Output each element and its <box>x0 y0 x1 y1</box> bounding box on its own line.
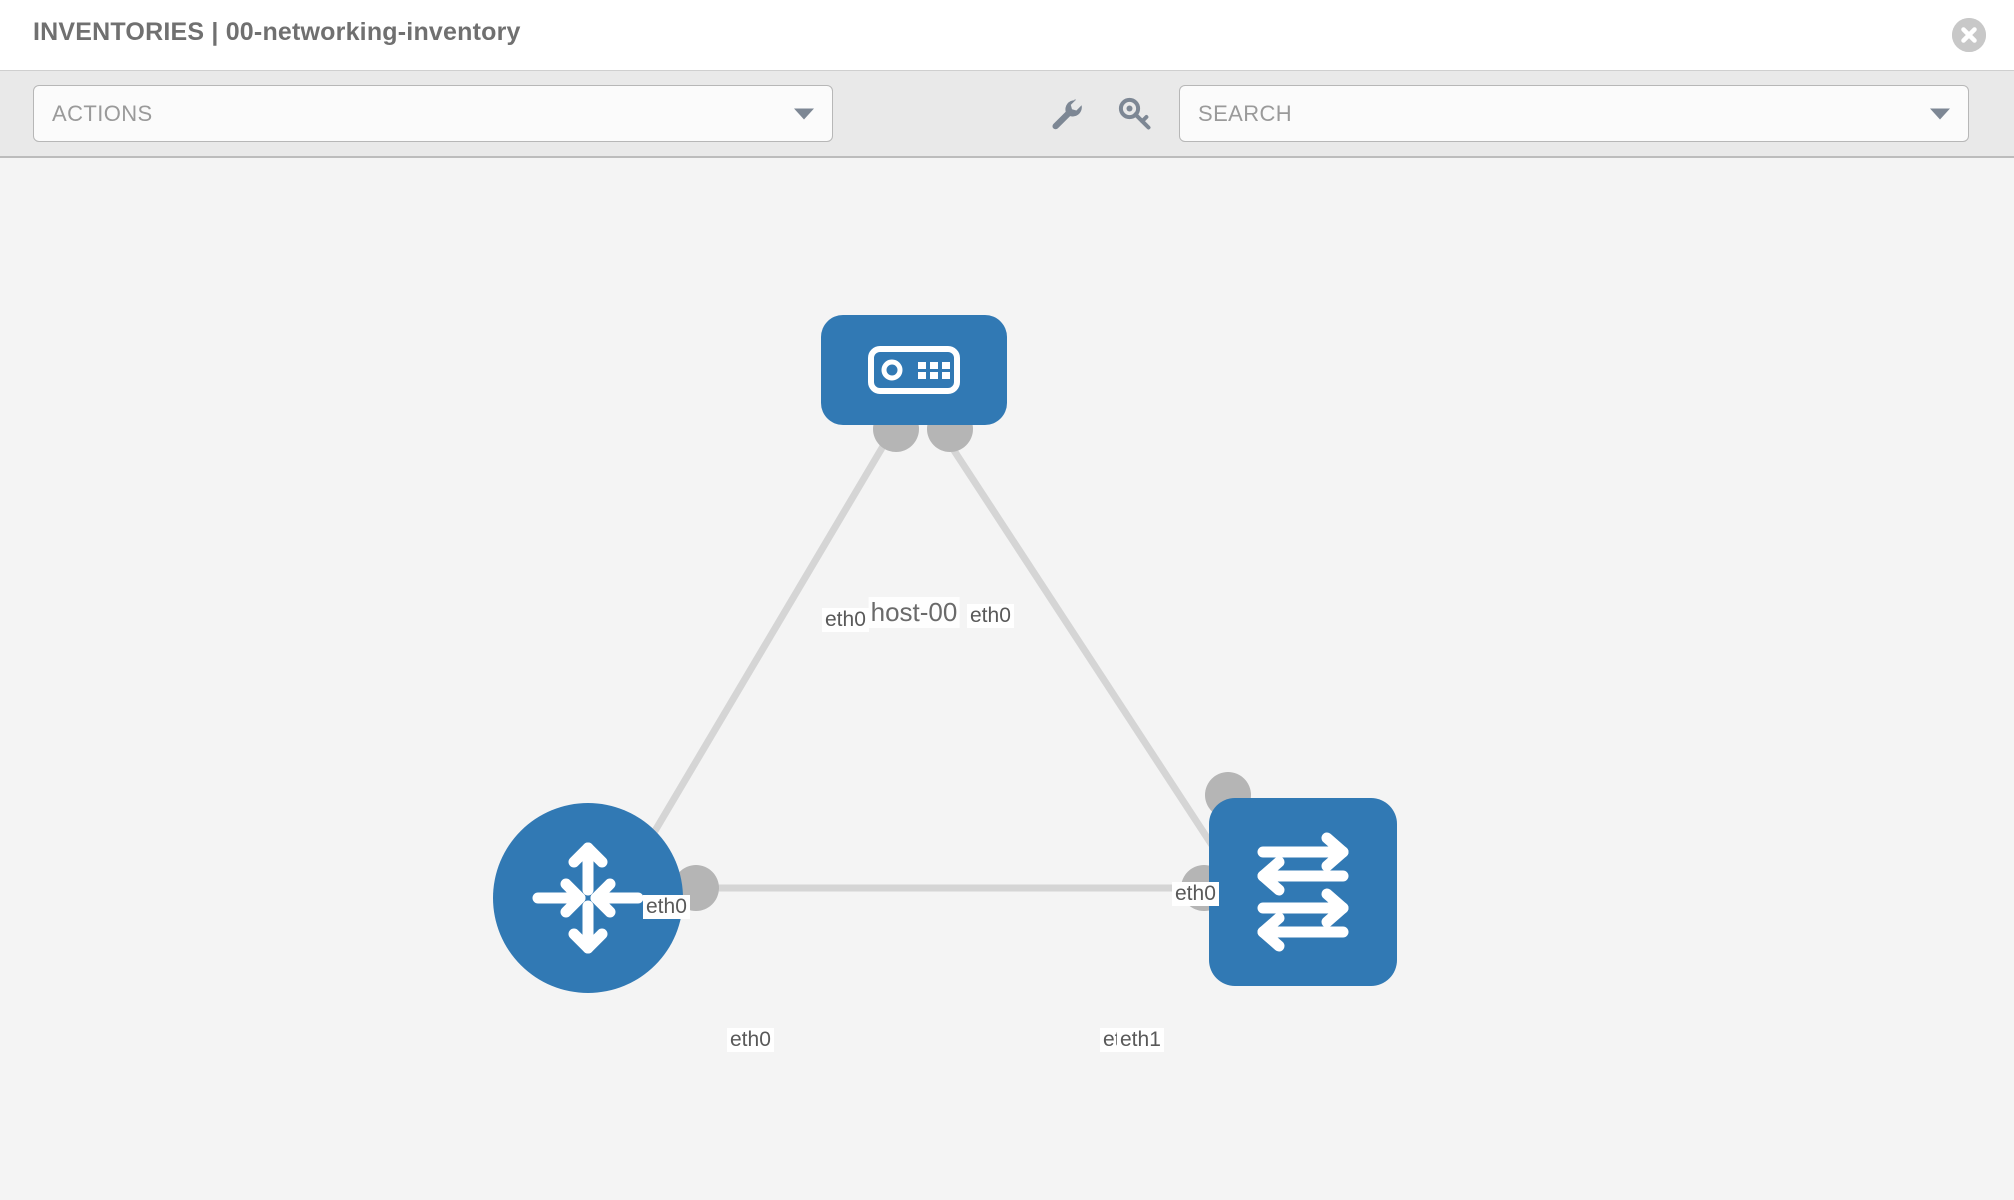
chevron-down-icon <box>794 108 814 119</box>
router-arrows-icon <box>532 842 644 954</box>
wrench-icon[interactable] <box>1037 85 1094 142</box>
switch-node-shape[interactable] <box>1209 798 1397 986</box>
page-header: INVENTORIES | 00-networking-inventory <box>0 0 2014 70</box>
close-icon[interactable] <box>1952 18 1986 52</box>
page-title: INVENTORIES | 00-networking-inventory <box>33 18 521 46</box>
router-node-shape[interactable] <box>493 803 683 993</box>
topology-canvas[interactable]: host-00 <box>0 158 2014 1200</box>
server-device-icon <box>868 346 960 394</box>
topology-links <box>610 424 1243 902</box>
node-label-host-00[interactable]: host-00 <box>868 597 960 628</box>
actions-dropdown[interactable]: ACTIONS <box>33 85 833 142</box>
key-icon[interactable] <box>1106 85 1163 142</box>
switch-arrows-icon <box>1257 832 1349 952</box>
edge-label-switch-uplink[interactable]: eth0 <box>1172 882 1219 906</box>
toolbar: ACTIONS SEARCH <box>0 70 2014 158</box>
edge-label-router-uplink[interactable]: eth0 <box>643 895 690 919</box>
edge-label-switch-left[interactable]: eth1 <box>1117 1028 1164 1052</box>
edge-label-host-right[interactable]: eth0 <box>967 604 1014 628</box>
chevron-down-icon <box>1930 108 1950 119</box>
edge-label-host-left[interactable]: eth0 <box>822 608 869 632</box>
host-node-shape[interactable] <box>821 315 1007 425</box>
search-placeholder: SEARCH <box>1198 100 1293 126</box>
actions-dropdown-label: ACTIONS <box>52 100 153 126</box>
edge-label-router-right[interactable]: eth0 <box>727 1028 774 1052</box>
search-input[interactable]: SEARCH <box>1179 85 1969 142</box>
